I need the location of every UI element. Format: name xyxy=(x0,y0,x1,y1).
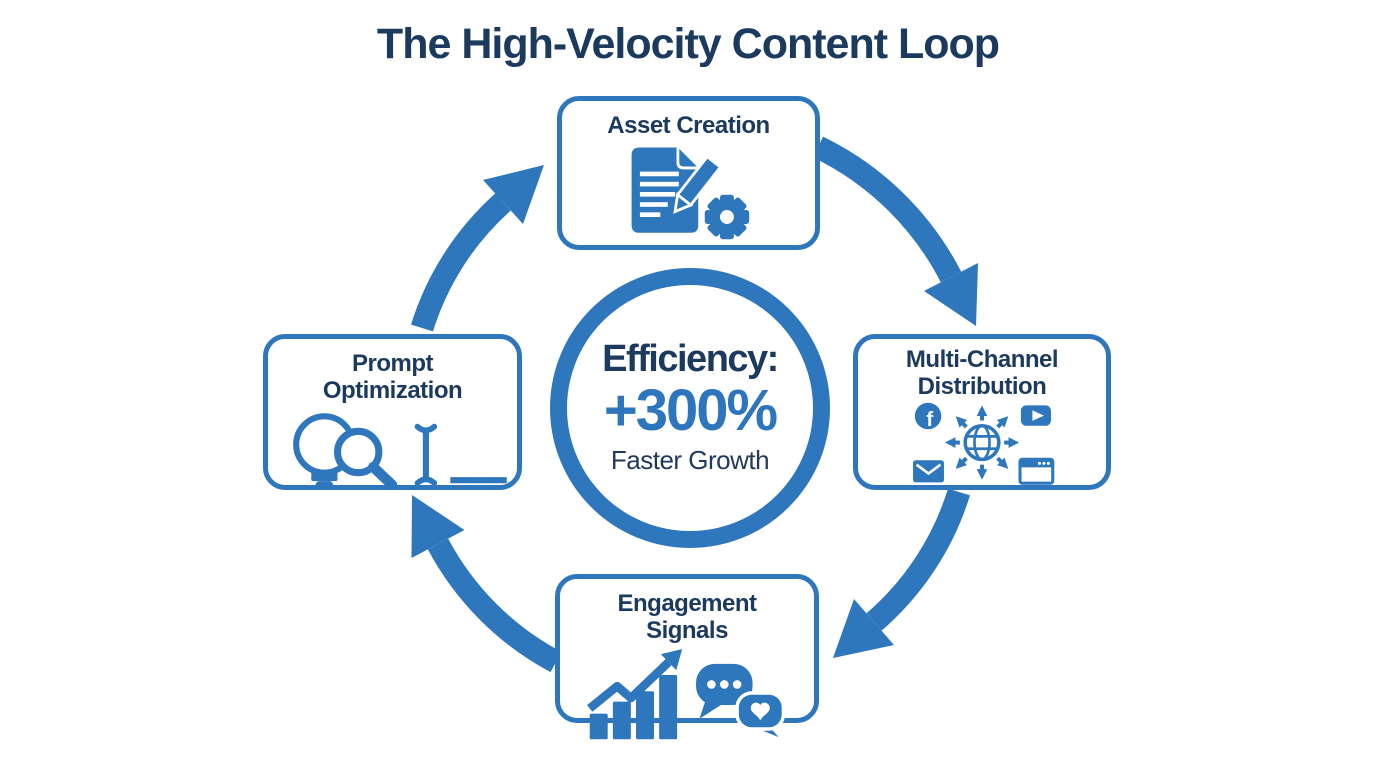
channels-icon-cluster: f xyxy=(913,402,1055,485)
node-asset-creation: Asset Creation xyxy=(557,96,820,250)
svg-text:f: f xyxy=(926,409,933,431)
node-engagement-signals: Engagement Signals xyxy=(555,574,819,740)
email-icon xyxy=(913,460,944,483)
efficiency-value: +300% xyxy=(603,378,778,444)
engagement-icon-cluster xyxy=(587,648,786,740)
arrow-prompt-to-asset xyxy=(411,165,544,332)
text-cursor-icon xyxy=(414,423,507,486)
node-prompt-optimization: Prompt Optimization xyxy=(263,334,522,490)
globe-arrows-icon xyxy=(942,403,1022,482)
chat-bubbles-icon xyxy=(696,663,786,740)
youtube-icon xyxy=(1020,405,1051,426)
efficiency-label: Efficiency: xyxy=(602,337,779,380)
arrow-distribution-to-engagement xyxy=(833,488,970,658)
arrow-engagement-to-prompt xyxy=(411,495,562,673)
growth-chart-icon xyxy=(587,648,683,740)
node-label: Asset Creation xyxy=(607,112,770,139)
node-multi-channel-distribution: Multi-Channel Distribution xyxy=(853,334,1111,490)
document-pencil-gear-icon xyxy=(631,147,753,243)
document-pencil-icon xyxy=(631,147,722,234)
page-title: The High-Velocity Content Loop xyxy=(376,20,1000,68)
browser-icon xyxy=(1018,457,1055,485)
node-label: Prompt Optimization xyxy=(322,350,463,404)
node-label: Engagement Signals xyxy=(617,590,757,644)
arrow-asset-to-distribution xyxy=(812,136,978,326)
efficiency-sublabel: Faster Growth xyxy=(610,445,770,476)
facebook-icon: f xyxy=(914,402,942,431)
efficiency-badge: Efficiency: +300% Faster Growth xyxy=(550,268,830,548)
gear-icon xyxy=(700,191,753,243)
node-label: Multi-Channel Distribution xyxy=(905,346,1059,400)
prompt-icon-cluster xyxy=(292,412,507,490)
lightbulb-magnifier-icon xyxy=(292,412,397,490)
